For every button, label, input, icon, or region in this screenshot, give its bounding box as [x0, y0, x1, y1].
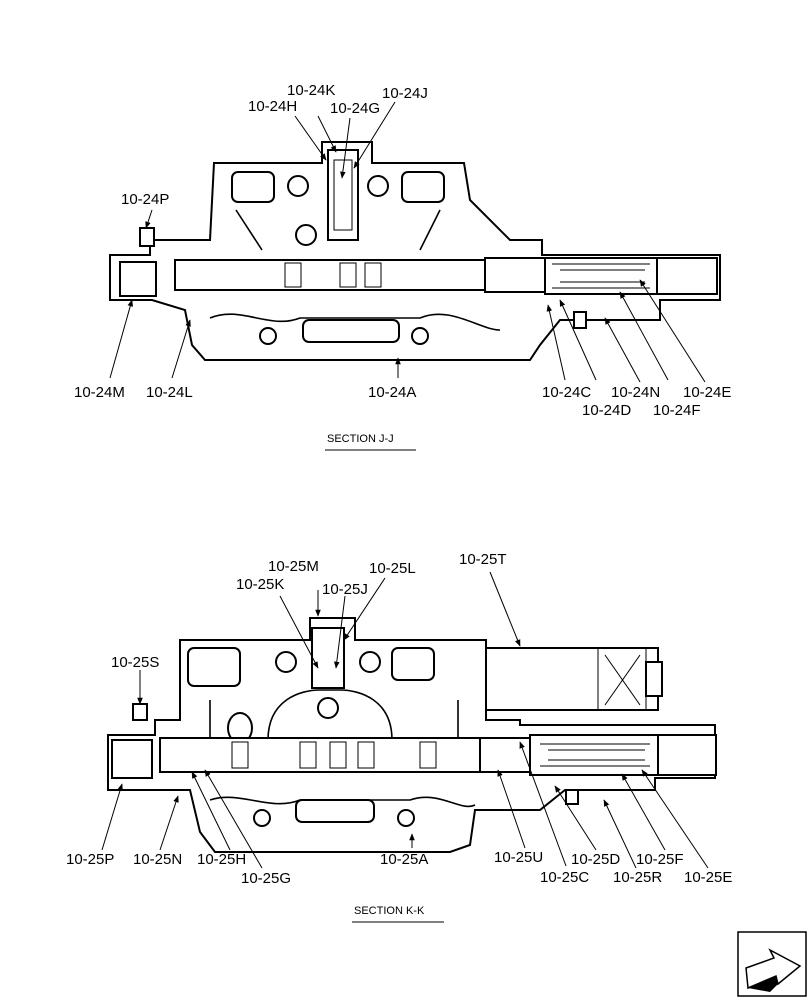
section-j-j-drawing [109, 141, 721, 361]
label-10-24n: 10-24N [611, 384, 660, 401]
label-10-24g: 10-24G [330, 100, 380, 117]
label-10-25t: 10-25T [459, 551, 507, 568]
label-10-25p: 10-25P [66, 851, 114, 868]
next-page-arrow-icon[interactable] [737, 931, 807, 997]
label-10-25d: 10-25D [571, 851, 620, 868]
label-10-24k: 10-24K [287, 82, 335, 99]
label-10-25c: 10-25C [540, 869, 589, 886]
label-10-24c: 10-24C [542, 384, 591, 401]
label-10-24l: 10-24L [146, 384, 193, 401]
label-10-25u: 10-25U [494, 849, 543, 866]
label-10-25m: 10-25M [268, 558, 319, 575]
valve-housing-k-k [107, 617, 716, 853]
label-10-25e: 10-25E [684, 869, 732, 886]
label-10-25g: 10-25G [241, 870, 291, 887]
section-title-j-j: SECTION J-J [327, 433, 394, 445]
labels-j-j: 10-24K 10-24H 10-24G 10-24J 10-24P 10-24… [74, 82, 731, 451]
section-k-k-drawing [107, 617, 717, 853]
leaders-k-k [101, 571, 709, 869]
leaders-j-j [109, 101, 706, 383]
label-10-24j: 10-24J [382, 85, 428, 102]
labels-k-k: 10-25M 10-25K 10-25J 10-25L 10-25T 10-25… [66, 551, 732, 923]
label-10-24a: 10-24A [368, 384, 416, 401]
label-10-25f: 10-25F [636, 851, 684, 868]
label-10-24e: 10-24E [683, 384, 731, 401]
label-10-25k: 10-25K [236, 576, 284, 593]
section-title-k-k: SECTION K-K [354, 905, 425, 917]
label-10-25a: 10-25A [380, 851, 428, 868]
label-10-25n: 10-25N [133, 851, 182, 868]
label-10-25l: 10-25L [369, 560, 416, 577]
label-10-25j: 10-25J [322, 581, 368, 598]
label-10-24f: 10-24F [653, 402, 701, 419]
label-10-24p: 10-24P [121, 191, 169, 208]
label-10-24d: 10-24D [582, 402, 631, 419]
label-10-24h: 10-24H [248, 98, 297, 115]
solenoid-10-25t [477, 647, 659, 711]
label-10-25s: 10-25S [111, 654, 159, 671]
label-10-25r: 10-25R [613, 869, 662, 886]
label-10-25h: 10-25H [197, 851, 246, 868]
label-10-24m: 10-24M [74, 384, 125, 401]
